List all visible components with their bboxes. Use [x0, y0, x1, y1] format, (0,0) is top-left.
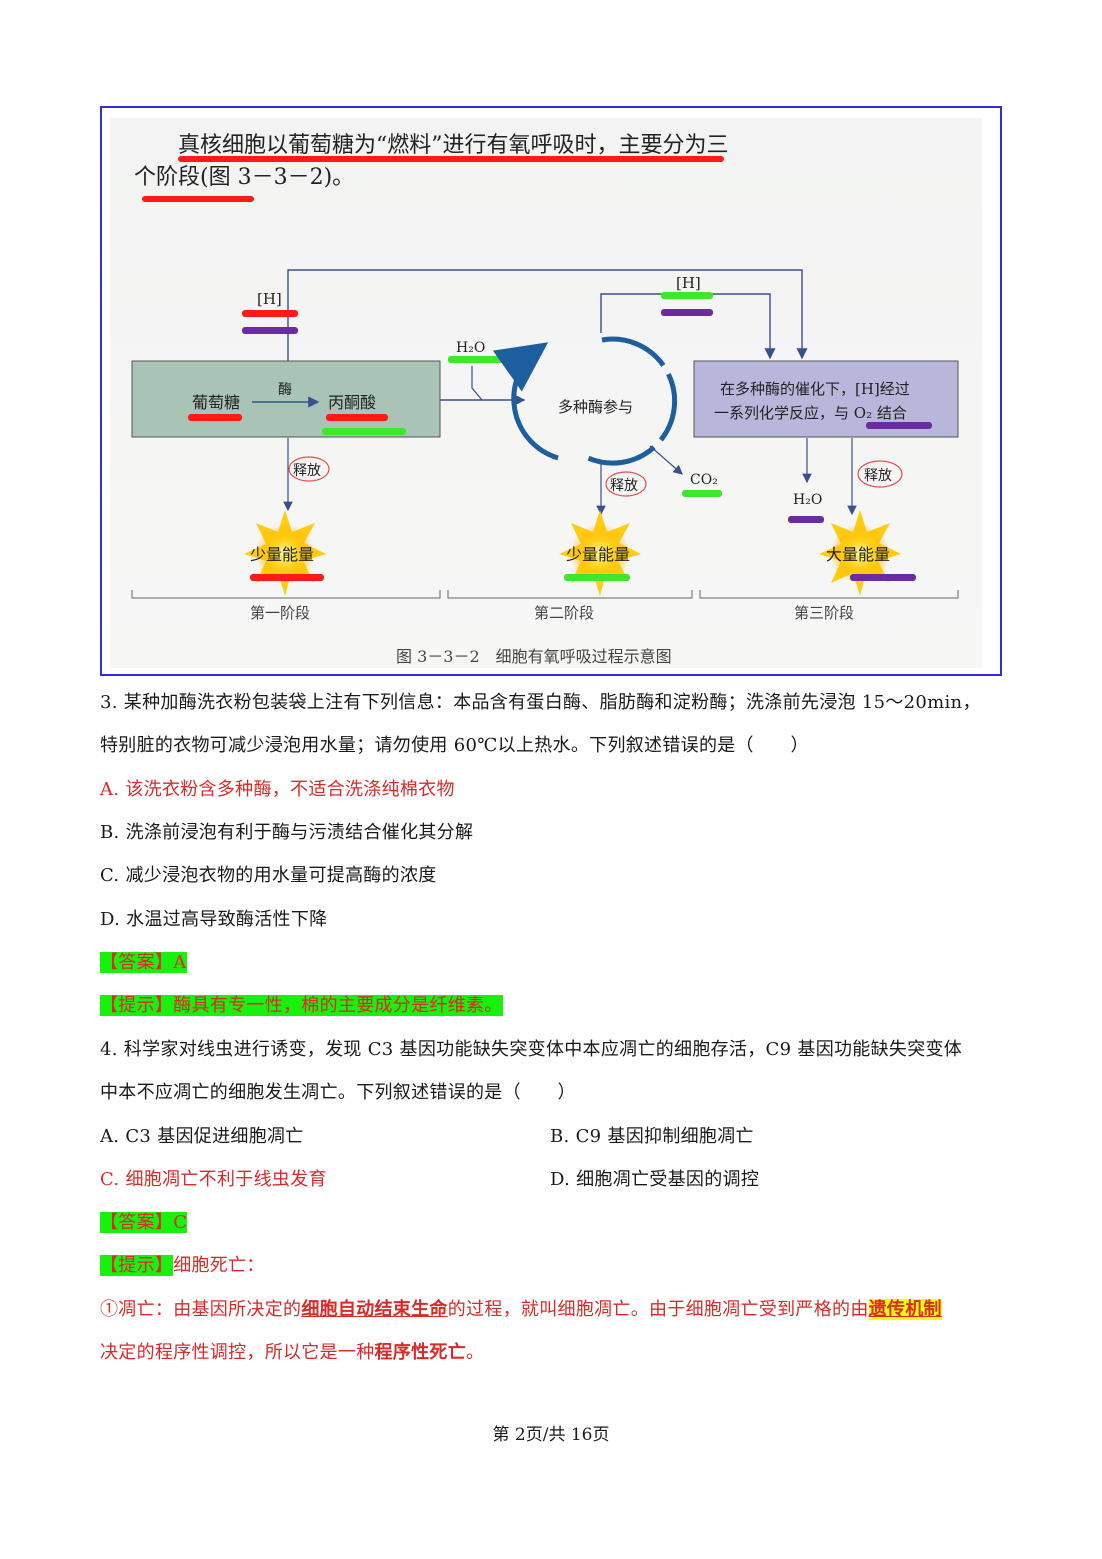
h-label-left: [H] — [257, 290, 282, 308]
stage2-label: 第二阶段 — [534, 604, 594, 622]
page-footer: 第 2页/共 16页 — [492, 1425, 610, 1445]
exp-bold3: 程序性死亡 — [374, 1342, 466, 1363]
q4-hint: 【提示】细胞死亡： — [100, 1253, 265, 1279]
h-label-top: [H] — [676, 274, 701, 292]
aerobic-respiration-figure: 真核细胞以葡萄糖为“燃料”进行有氧呼吸时，主要分为三 个阶段(图 3－3－2)。… — [110, 118, 982, 668]
q4-hint-label: 【提示】 — [100, 1255, 174, 1276]
q3-option-d: D. 水温过高导致酶活性下降 — [100, 909, 328, 930]
energy-2: 少量能量 — [566, 545, 630, 564]
marker-h-left-red — [242, 310, 298, 317]
exp-bold1: 细胞自动结束生命 — [301, 1299, 448, 1320]
intro-underline1 — [178, 156, 724, 162]
glucose-label: 葡萄糖 — [192, 393, 240, 412]
cycle-label: 多种酶参与 — [558, 398, 633, 416]
q3-hint-text: 酶具有专一性，棉的主要成分是纤维素。 — [173, 995, 503, 1016]
stage3-text2: 一系列化学反应，与 O₂ 结合 — [714, 404, 907, 422]
release-3: 释放 — [864, 468, 892, 484]
release-2: 释放 — [610, 478, 638, 494]
q4-explanation-line1: ①凋亡：由基因所决定的细胞自动结束生命的过程，就叫细胞凋亡。由于细胞凋亡受到严格… — [100, 1297, 942, 1323]
water-out-label: H₂O — [793, 492, 822, 508]
marker-o2 — [866, 422, 932, 429]
water-in-label: H₂O — [456, 340, 485, 356]
bracket-stage3 — [699, 590, 959, 599]
marker-water-out — [788, 516, 824, 523]
exp-part4: 。 — [466, 1342, 485, 1363]
krebs-cycle-left — [492, 342, 559, 461]
energy-3: 大量能量 — [826, 545, 890, 564]
bracket-stage1 — [131, 590, 441, 599]
intro-underline2 — [142, 196, 254, 202]
q3-hint: 【提示】酶具有专一性，棉的主要成分是纤维素。 — [100, 993, 503, 1019]
marker-h-left-purple — [242, 327, 298, 334]
krebs-cycle — [587, 336, 678, 466]
q4-stem-line1: 4. 科学家对线虫进行诱变，发现 C3 基因功能缺失突变体中本应凋亡的细胞存活，… — [100, 1039, 963, 1060]
q4-explanation-line2: 决定的程序性调控，所以它是一种程序性死亡。 — [100, 1340, 484, 1366]
q3-stem-line1: 3. 某种加酶洗衣粉包装袋上注有下列信息：本品含有蛋白酶、脂肪酶和淀粉酶；洗涤前… — [100, 692, 981, 713]
q4-option-d: D. 细胞凋亡受基因的调控 — [550, 1169, 760, 1190]
stage1-box — [131, 360, 441, 438]
figure-caption: 图 3－3－2 细胞有氧呼吸过程示意图 — [396, 647, 672, 666]
q3-answer-value: A — [173, 952, 187, 973]
marker-co2 — [682, 490, 722, 497]
release-circle-2 — [605, 471, 647, 497]
marker-pyruvate-green — [322, 428, 406, 435]
release-1: 释放 — [293, 463, 321, 479]
q4-answer-value: C — [173, 1212, 188, 1233]
q3-option-a: A. 该洗衣粉含多种酶，不适合洗涤纯棉衣物 — [100, 779, 455, 800]
stage3-label: 第三阶段 — [794, 604, 854, 622]
q4-answer: 【答案】C — [100, 1210, 188, 1236]
exp-part1: ①凋亡：由基因所决定的 — [100, 1299, 302, 1320]
q4-option-a: A. C3 基因促进细胞凋亡 — [100, 1126, 304, 1147]
q4-option-b: B. C9 基因抑制细胞凋亡 — [550, 1126, 754, 1147]
stage3-text1: 在多种酶的催化下，[H]经过 — [720, 380, 910, 398]
enzyme-label: 酶 — [278, 382, 292, 398]
exp-bold2: 遗传机制 — [868, 1299, 942, 1320]
stage1-label: 第一阶段 — [250, 604, 310, 622]
q3-answer-label: 【答案】 — [100, 952, 174, 973]
marker-water-in — [448, 356, 506, 363]
marker-h-top-purple — [661, 309, 713, 316]
marker-energy-1 — [250, 574, 324, 581]
marker-energy-2 — [564, 574, 630, 581]
marker-h-top-green — [661, 292, 713, 299]
co2-arrow — [649, 445, 683, 475]
energy-1: 少量能量 — [250, 545, 314, 564]
figure-frame: 真核细胞以葡萄糖为“燃料”进行有氧呼吸时，主要分为三 个阶段(图 3－3－2)。… — [100, 106, 1002, 676]
exp-part3: 决定的程序性调控，所以它是一种 — [100, 1342, 375, 1363]
h-path-top — [600, 293, 776, 360]
q4-answer-label: 【答案】 — [100, 1212, 174, 1233]
pyruvate-label: 丙酮酸 — [328, 393, 376, 412]
q4-stem-line2: 中本不应凋亡的细胞发生凋亡。下列叙述错误的是（ ） — [100, 1082, 576, 1103]
q3-option-c: C. 减少浸泡衣物的用水量可提高酶的浓度 — [100, 865, 437, 886]
q4-hint-text: 细胞死亡： — [173, 1255, 265, 1276]
marker-energy-3 — [850, 574, 916, 581]
q4-option-c: C. 细胞凋亡不利于线虫发育 — [100, 1169, 327, 1190]
q3-stem-line2: 特别脏的衣物可减少浸泡用水量；请勿使用 60℃以上热水。下列叙述错误的是（ ） — [100, 735, 809, 756]
bracket-stage2 — [447, 590, 693, 599]
q3-option-b: B. 洗涤前浸泡有利于酶与污渍结合催化其分解 — [100, 822, 474, 843]
intro-line1: 真核细胞以葡萄糖为“燃料”进行有氧呼吸时，主要分为三 — [178, 133, 729, 158]
intro-line2: 个阶段(图 3－3－2)。 — [134, 165, 354, 190]
water-in-arrow — [471, 366, 483, 401]
marker-pyruvate-red — [326, 414, 388, 421]
q3-answer: 【答案】A — [100, 950, 187, 976]
q3-hint-label: 【提示】 — [100, 995, 174, 1016]
co2-label: CO₂ — [690, 472, 718, 488]
h-path-left — [287, 269, 808, 368]
diagram-svg: 真核细胞以葡萄糖为“燃料”进行有氧呼吸时，主要分为三 个阶段(图 3－3－2)。… — [131, 133, 959, 666]
release-circle-1 — [288, 456, 330, 482]
release-circle-3 — [857, 460, 903, 488]
exp-part2: 的过程，就叫细胞凋亡。由于细胞凋亡受到严格的由 — [447, 1299, 869, 1320]
marker-glucose — [188, 414, 242, 421]
